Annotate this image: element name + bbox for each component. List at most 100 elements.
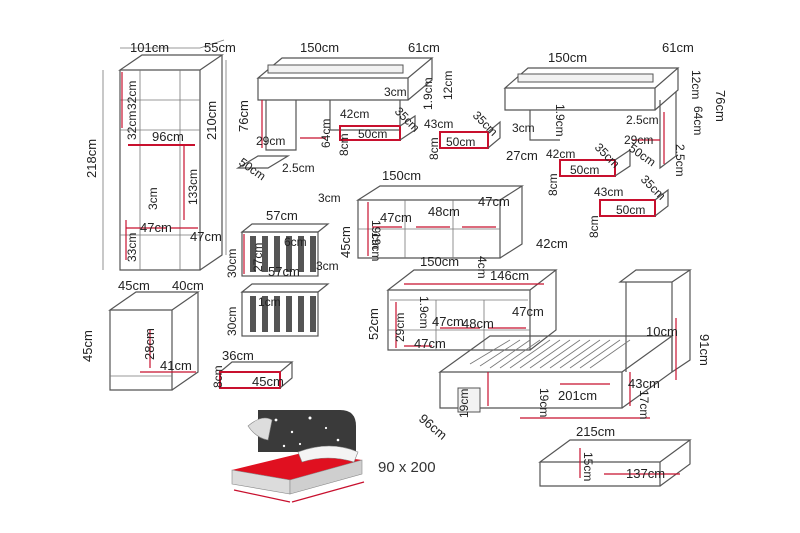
wardrobe-top-shelf-1: 32cm — [125, 81, 139, 110]
wardrobe-thickness: 3cm — [146, 187, 160, 210]
bed-height: 91cm — [697, 334, 712, 366]
panel1-slats — [250, 236, 316, 272]
shelf-unit: 150cm 27cm 45cm 19cm 19cm 47cm 48cm 47cm — [338, 148, 538, 261]
desk-right-depth: 61cm — [662, 40, 694, 55]
lowboard-width: 150cm — [420, 254, 459, 269]
lowboard-comp-3: 47cm — [512, 304, 544, 319]
desk-left-drawer2-h: 8cm — [427, 137, 441, 160]
wardrobe-rail-drop: 133cm — [186, 169, 200, 205]
nightstand-width: 45cm — [118, 278, 150, 293]
nightstand-inner-width: 41cm — [160, 358, 192, 373]
desk-left-leg-thickness: 2.5cm — [282, 161, 315, 175]
nightstand-depth: 40cm — [172, 278, 204, 293]
desk-left-drawer2-width: 43cm — [424, 117, 453, 131]
desk-right-foot-height: 2.5cm — [673, 144, 687, 177]
wardrobe-inner-height: 210cm — [204, 101, 219, 140]
mattress-illustration: 90 x 200 — [231, 410, 436, 503]
desk-right-drawer-gap: 3cm — [512, 121, 535, 135]
panel1-width: 57cm — [266, 208, 298, 223]
desk-left-height: 76cm — [236, 100, 251, 132]
bed-depth: 96cm — [416, 411, 450, 443]
panel1-height: 30cm — [225, 249, 239, 278]
lowboard: 150cm 42cm 52cm 146cm 4cm 1.9cm 29cm 47c… — [366, 236, 568, 351]
nightstand-drawer-width: 45cm — [252, 374, 284, 389]
wardrobe-inner-width: 96cm — [152, 129, 184, 144]
lowboard-depth: 42cm — [536, 236, 568, 251]
desk-right-drawer2-depth: 35cm — [638, 172, 669, 203]
bed-slats — [469, 339, 631, 369]
desk-right-top-rise: 12cm — [689, 70, 703, 99]
desk-left-drawer-width: 42cm — [340, 107, 369, 121]
nightstand: 45cm 40cm 45cm 28cm 41cm 36cm 8cm 45cm — [80, 278, 294, 391]
wardrobe-width: 101cm — [130, 40, 169, 55]
lowboard-comp-2: 48cm — [462, 316, 494, 331]
desk-right-drawer2-width: 43cm — [594, 185, 623, 199]
desk-right-cabinet-height: 64cm — [691, 106, 705, 135]
desk-left-drawer-h: 8cm — [337, 133, 351, 156]
wardrobe-height: 218cm — [84, 139, 99, 178]
nightstand-inner-height: 28cm — [142, 328, 157, 360]
wardrobe: 101cm 55cm 218cm 210cm 32cm 32cm 96cm 13… — [84, 39, 236, 271]
wardrobe-depth: 55cm — [204, 40, 236, 55]
panel2-slats — [250, 296, 316, 332]
lowboard-bottom-left: 47cm — [414, 336, 446, 351]
desk-right-front: 1.9cm — [553, 104, 567, 137]
mattress-size-label: 90 x 200 — [378, 459, 436, 476]
shelf-unit-height: 45cm — [338, 226, 353, 258]
bed-head-depth: 10cm — [646, 324, 678, 339]
desk-left-cabinet-height: 64cm — [319, 119, 333, 148]
shelf-unit-depth: 27cm — [506, 148, 538, 163]
desk-right-leg-thickness: 2.5cm — [626, 113, 659, 127]
bed-drawer-width: 43cm — [628, 376, 660, 391]
bed-length: 215cm — [576, 424, 615, 439]
desk-left-drawer2-box: 50cm — [446, 135, 475, 149]
panel2-width: 57cm — [268, 264, 300, 279]
wardrobe-bottom-right: 47cm — [190, 229, 222, 244]
desk-left-drawer-front: 1.9cm — [421, 77, 435, 110]
desk-right-drawer-width: 42cm — [546, 147, 575, 161]
desk-left-top-rise: 12cm — [441, 71, 455, 100]
bed-drawer-length: 137cm — [626, 466, 665, 481]
shelf-unit-front-top: 19cm — [369, 220, 383, 249]
shelf-unit-comp-1: 47cm — [380, 210, 412, 225]
panel1-inner: 27cm — [251, 243, 265, 272]
lowboard-comp-1: 47cm — [432, 314, 464, 329]
shelf-unit-comp-3: 47cm — [478, 194, 510, 209]
wardrobe-bottom-height: 33cm — [125, 233, 139, 262]
desk-left-leg-width: 29cm — [256, 134, 285, 148]
shelf-unit-comp-2: 48cm — [428, 204, 460, 219]
nightstand-drawer-depth: 36cm — [222, 348, 254, 363]
bed: 96cm 91cm 10cm 19cm 19cm 201cm 43cm 17cm… — [416, 269, 712, 487]
desk-right-width: 150cm — [548, 50, 587, 65]
wardrobe-bottom-left: 47cm — [140, 220, 172, 235]
desk-right-drawer2-h: 8cm — [587, 215, 601, 238]
desk-left-width: 150cm — [300, 40, 339, 55]
lowboard-inner-width: 146cm — [490, 268, 529, 283]
nightstand-drawer-h: 8cm — [211, 365, 225, 388]
bed-drawer-depth: 15cm — [581, 452, 595, 481]
wardrobe-top-shelf-2: 32cm — [125, 111, 139, 140]
desk-left: 150cm 61cm 76cm 12cm 64cm 42cm 3cm 35cm … — [235, 40, 501, 183]
shelf-unit-width: 150cm — [382, 168, 421, 183]
bed-side-height: 19cm — [537, 388, 551, 417]
bed-front-height: 19cm — [457, 389, 471, 418]
panel1-depth: 3cm — [318, 191, 341, 205]
desk-right-height: 76cm — [713, 90, 728, 122]
desk-right-leg-width: 29cm — [624, 133, 653, 147]
desk-right-drawer-h: 8cm — [546, 173, 560, 196]
panel1-slat: 6cm — [284, 235, 307, 249]
panel2-height: 30cm — [225, 307, 239, 336]
desk-right-drawer2-box: 50cm — [616, 203, 645, 217]
nightstand-height: 45cm — [80, 330, 95, 362]
lowboard-height: 52cm — [366, 308, 381, 340]
bed-inner-length: 201cm — [558, 388, 597, 403]
lowboard-top: 4cm — [475, 256, 489, 279]
desk-left-drawer-gap: 3cm — [384, 85, 407, 99]
panel2-slat: 1cm — [258, 295, 281, 309]
slat-panels: 57cm 3cm 27cm 6cm 30cm 57cm 3cm 1cm 30cm — [225, 191, 341, 337]
lowboard-front-height: 1.9cm — [417, 296, 431, 329]
desk-right: 150cm 61cm 76cm 12cm 64cm 3cm 1.9cm 2.5c… — [503, 40, 728, 238]
desk-left-drawer-box: 50cm — [358, 127, 387, 141]
lowboard-side-height: 29cm — [393, 313, 407, 342]
